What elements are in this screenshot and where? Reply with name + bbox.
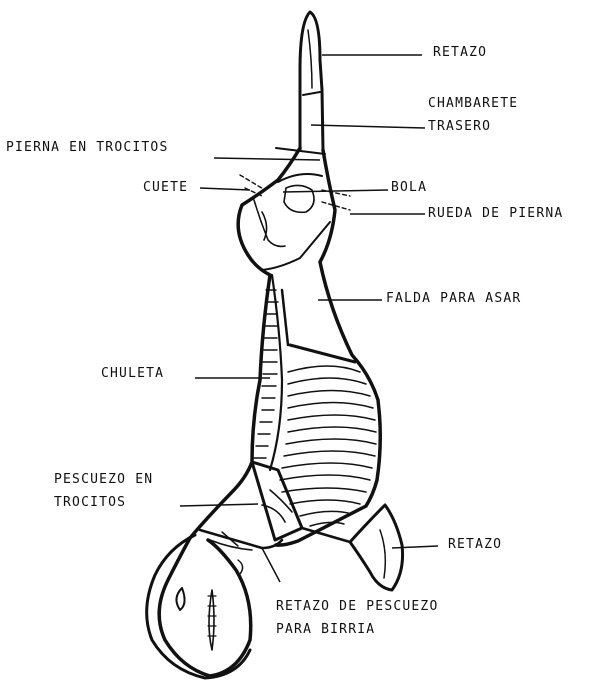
- label-cuete: CUETE: [143, 178, 188, 198]
- rib-cage: [280, 366, 376, 526]
- label-bola: BOLA: [391, 178, 427, 198]
- label-retazo-pescuezo-line2: PARA BIRRIA: [276, 620, 375, 640]
- leader-bola: [283, 190, 388, 192]
- label-rueda-pierna: RUEDA DE PIERNA: [428, 204, 563, 224]
- neck-outline: [147, 535, 250, 678]
- label-pescuezo-line1: PESCUEZO EN: [54, 470, 153, 490]
- leader-pescuezo: [180, 504, 258, 506]
- label-chambarete-line2: TRASERO: [428, 117, 491, 137]
- label-falda-asar: FALDA PARA ASAR: [386, 289, 521, 309]
- label-pescuezo-line2: TROCITOS: [54, 493, 126, 513]
- label-chambarete-line1: CHAMBARETE: [428, 94, 518, 114]
- label-retazo-pescuezo-line1: RETAZO DE PESCUEZO: [276, 597, 438, 617]
- label-chuleta: CHULETA: [101, 364, 164, 384]
- leader-chambarete: [311, 125, 425, 128]
- label-retazo-bottom: RETAZO: [448, 535, 502, 555]
- label-retazo-top: RETAZO: [433, 43, 487, 63]
- spine-line: [270, 275, 282, 470]
- label-pierna-trocitos: PIERNA EN TROCITOS: [6, 138, 168, 158]
- leader-pierna-trocitos: [214, 158, 320, 160]
- leader-cuete: [200, 188, 250, 190]
- leader-retazo-pescuezo: [262, 548, 280, 582]
- leader-retazo-bottom: [392, 546, 438, 548]
